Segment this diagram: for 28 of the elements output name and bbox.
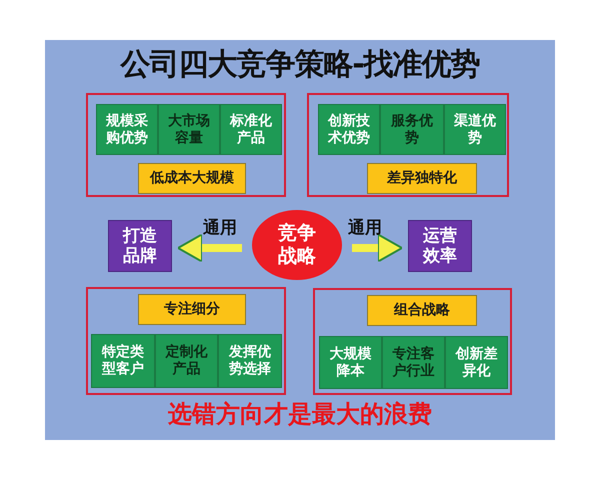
title: 公司四大竞争策略-找准优势 bbox=[119, 46, 481, 84]
warning-note: 选错方向才是最大的浪费 bbox=[167, 399, 433, 430]
edge-label: 通用 bbox=[348, 217, 382, 239]
outcome-box: 打造品牌 bbox=[108, 220, 172, 272]
category-box: 差异独特化 bbox=[367, 163, 477, 194]
arrow bbox=[352, 233, 403, 263]
group-frame bbox=[86, 93, 286, 197]
arrow bbox=[177, 233, 242, 263]
group-frame bbox=[313, 288, 512, 395]
strategy-cell: 规模采购优势 bbox=[96, 104, 158, 155]
strategy-cell: 服务优势 bbox=[380, 104, 444, 155]
group-frame bbox=[307, 93, 509, 197]
outcome-box: 运营效率 bbox=[408, 220, 472, 272]
strategy-cell: 发挥优势选择 bbox=[218, 334, 282, 388]
strategy-cell: 渠道优势 bbox=[444, 104, 506, 155]
strategy-cell: 标准化产品 bbox=[220, 104, 282, 155]
category-box: 专注细分 bbox=[138, 294, 246, 325]
category-box: 组合战略 bbox=[367, 295, 477, 326]
strategy-cell: 大规模降本 bbox=[319, 336, 382, 389]
strategy-cell: 创新技术优势 bbox=[318, 104, 380, 155]
strategy-cell: 创新差异化 bbox=[445, 336, 508, 389]
strategy-cell: 定制化产品 bbox=[155, 334, 218, 388]
strategy-cell: 特定类型客户 bbox=[91, 334, 155, 388]
group-frame bbox=[86, 287, 286, 395]
strategy-cell: 专注客户行业 bbox=[382, 336, 445, 389]
category-box: 低成本大规模 bbox=[138, 163, 246, 194]
edge-label: 通用 bbox=[203, 217, 237, 239]
strategy-cell: 大市场容量 bbox=[158, 104, 220, 155]
